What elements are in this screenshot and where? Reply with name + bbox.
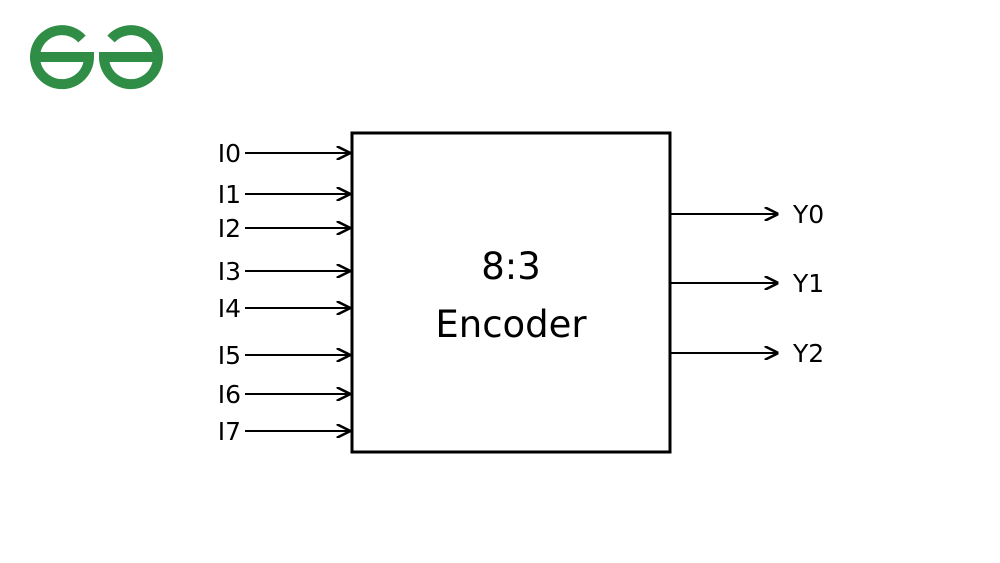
- input-label-i0: I0: [218, 139, 241, 168]
- input-label-i5: I5: [218, 341, 241, 370]
- logo-left-glyph: [30, 25, 95, 90]
- input-lines: [245, 153, 349, 431]
- output-labels: Y0 Y1 Y2: [792, 200, 824, 368]
- input-label-i1: I1: [218, 180, 241, 209]
- input-label-i3: I3: [218, 257, 241, 286]
- input-label-i7: I7: [218, 417, 241, 446]
- logo: GG: [30, 25, 163, 90]
- output-label-y1: Y1: [792, 269, 824, 298]
- output-label-y0: Y0: [792, 200, 824, 229]
- input-label-i2: I2: [218, 214, 241, 243]
- encoder-title-line1: 8:3: [481, 245, 541, 288]
- encoder-title-line2: Encoder: [435, 303, 587, 346]
- output-label-y2: Y2: [792, 339, 824, 368]
- input-labels: I0 I1 I2 I3 I4 I5 I6 I7: [218, 139, 241, 446]
- input-label-i6: I6: [218, 380, 241, 409]
- output-lines: [670, 214, 777, 353]
- encoder-block: [350, 131, 672, 454]
- input-label-i4: I4: [218, 294, 241, 323]
- logo-right-glyph: [98, 25, 163, 90]
